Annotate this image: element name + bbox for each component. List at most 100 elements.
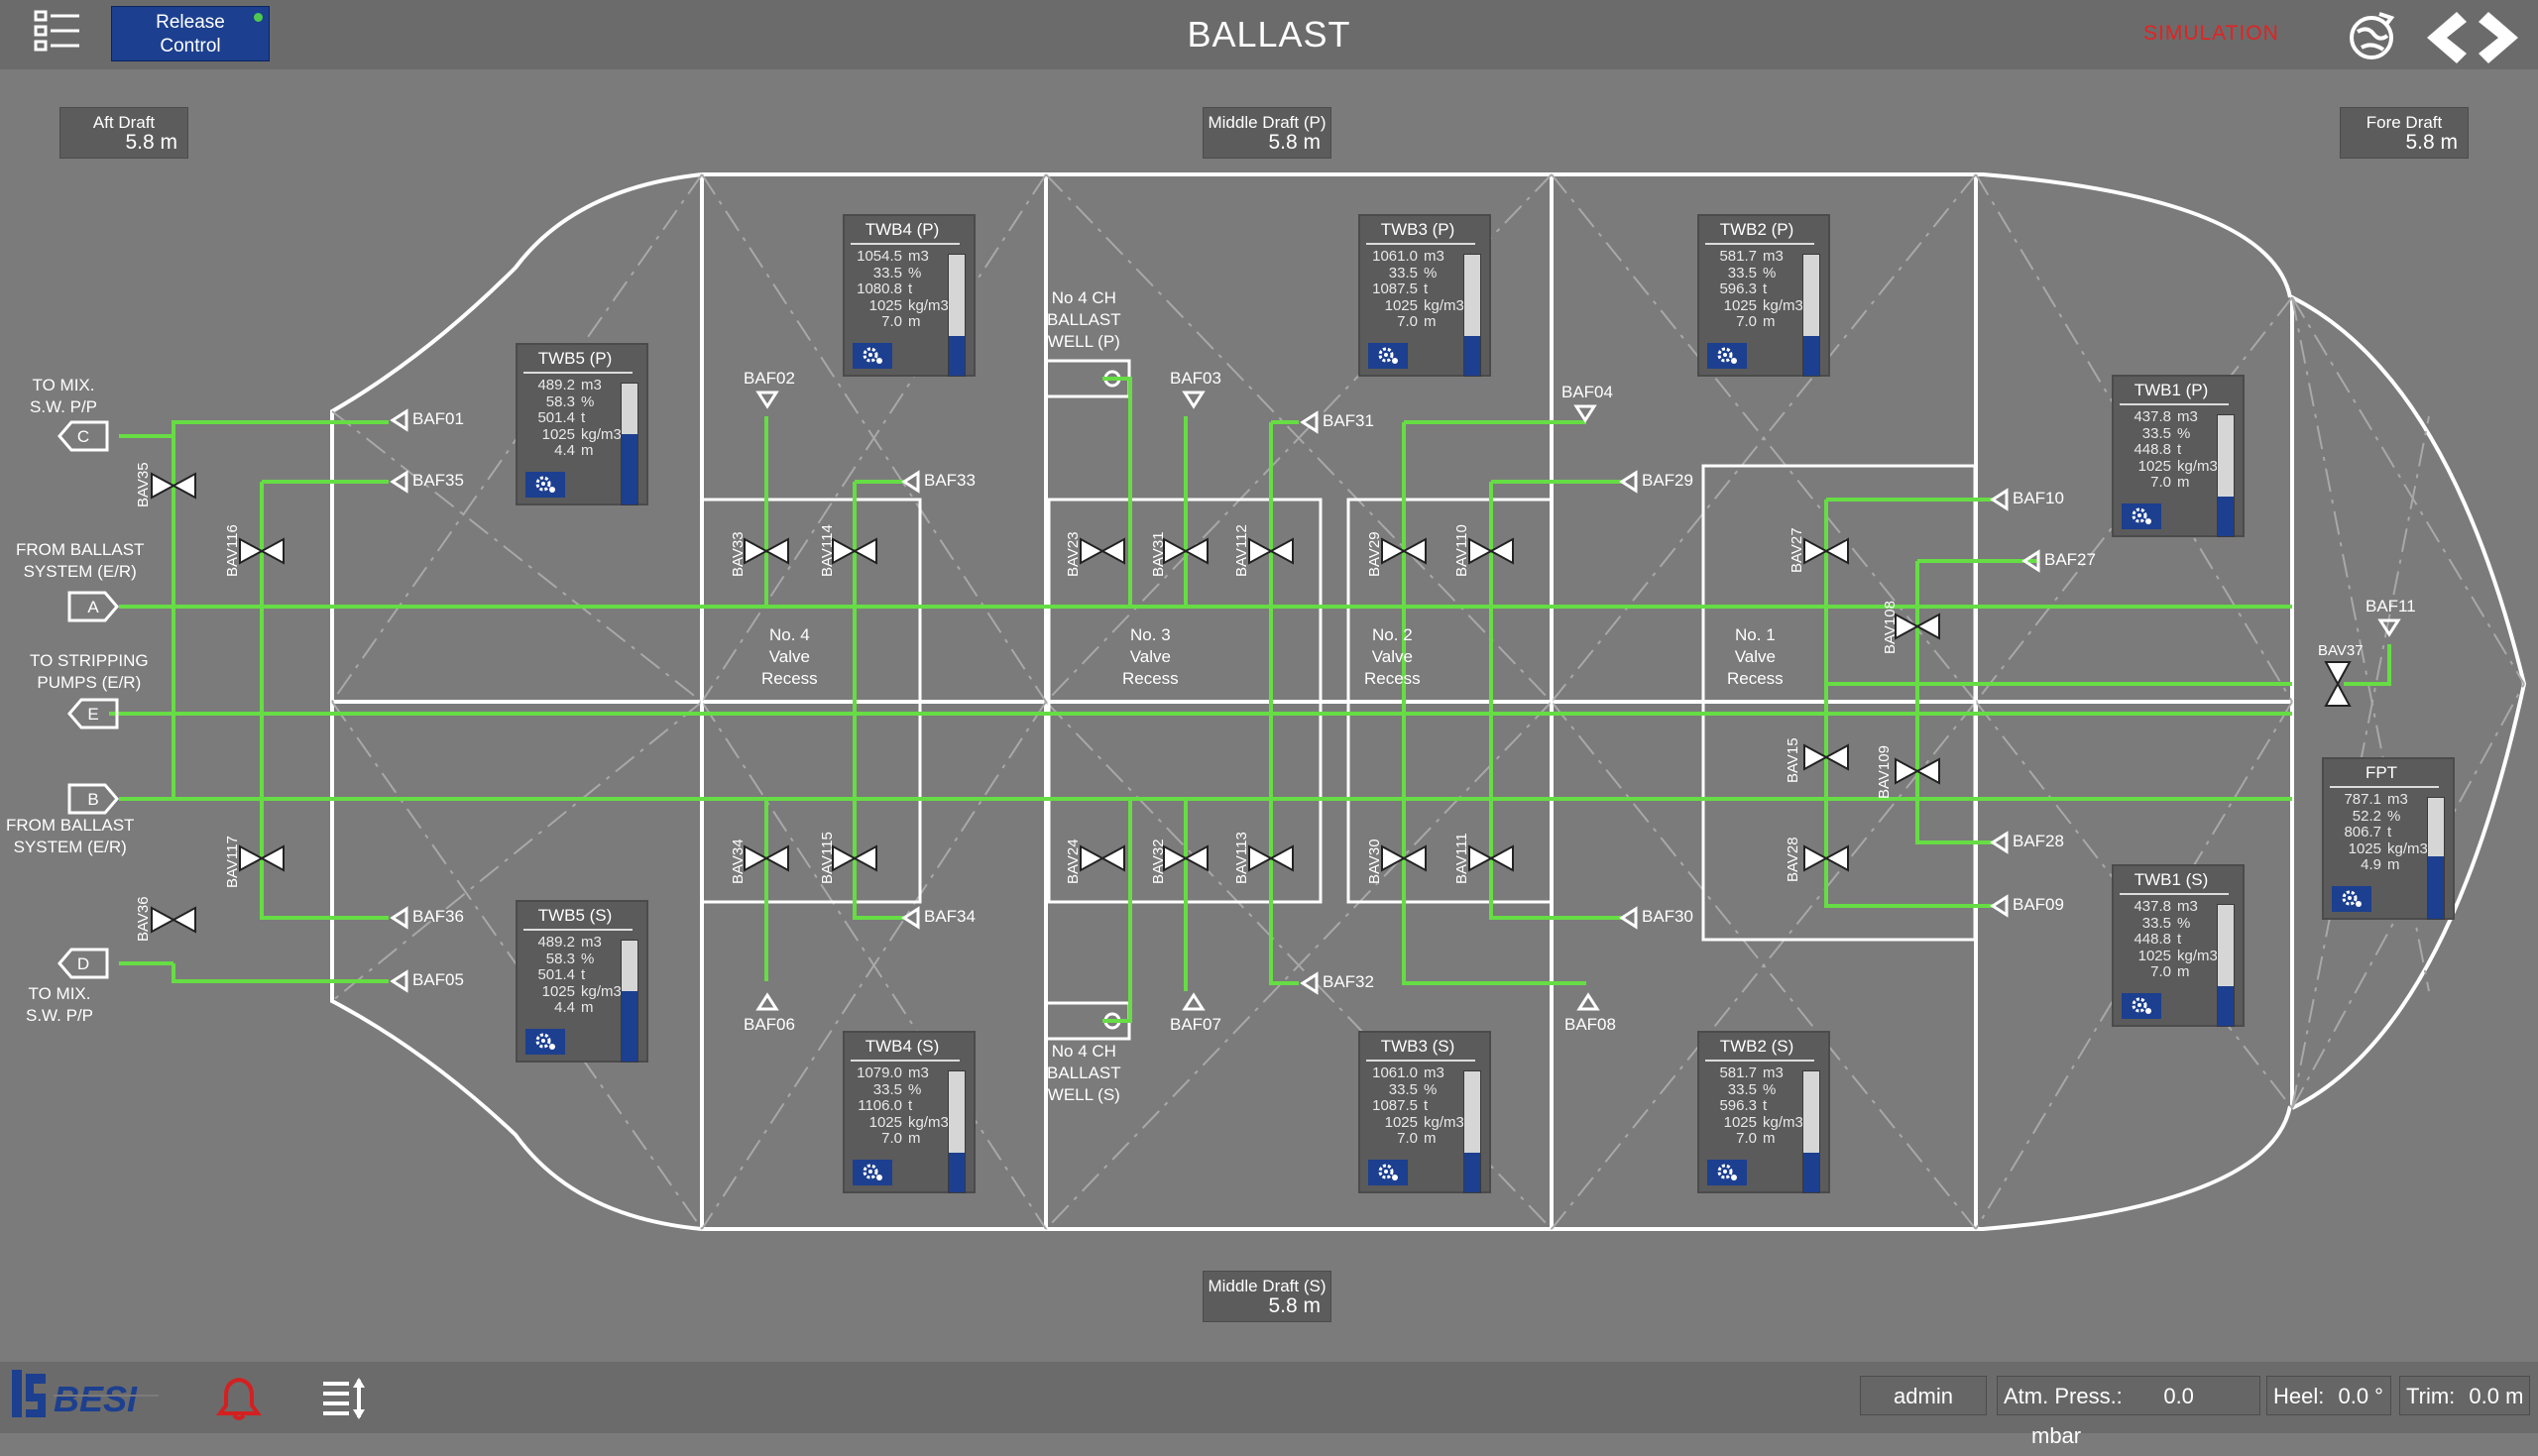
status-led-icon: [254, 13, 263, 22]
tank-settings-button[interactable]: [1707, 343, 1747, 369]
sort-list-icon[interactable]: [321, 1376, 369, 1421]
valve-bav36[interactable]: [151, 906, 196, 934]
tank-settings-button[interactable]: [525, 1029, 565, 1055]
valve-bav32[interactable]: [1163, 844, 1209, 872]
tank-settings-button[interactable]: [1707, 1160, 1747, 1185]
valve-bav113[interactable]: [1248, 844, 1294, 872]
baf-label: BAF34: [924, 907, 976, 926]
tank-settings-button[interactable]: [1368, 343, 1408, 369]
port-arrow[interactable]: A: [67, 591, 119, 622]
back-icon[interactable]: [2427, 12, 2467, 63]
tank-settings-button[interactable]: [853, 1160, 892, 1185]
baf-marker-icon[interactable]: [1990, 488, 2009, 511]
baf-marker-icon[interactable]: [1300, 971, 1319, 995]
baf-marker-icon[interactable]: [390, 408, 408, 432]
valve-bav28[interactable]: [1803, 844, 1849, 872]
valve-bav114[interactable]: [832, 537, 877, 565]
port-arrow[interactable]: B: [67, 783, 119, 815]
baf-marker-icon[interactable]: [1990, 831, 2009, 854]
tank-value-row: 52.2%: [2328, 808, 2435, 826]
valve-bav31[interactable]: [1163, 537, 1209, 565]
tank-unit: t: [2387, 824, 2392, 840]
valve-bav116[interactable]: [239, 537, 285, 565]
globe-icon[interactable]: [2350, 12, 2395, 59]
tank-value: 4.4: [554, 442, 575, 459]
valve-symbol: [1248, 844, 1294, 872]
valve-bav27[interactable]: [1803, 537, 1849, 565]
tank-settings-button[interactable]: [2332, 886, 2371, 912]
tank-settings-button[interactable]: [2122, 504, 2161, 529]
tank-unit: m: [1763, 1130, 1776, 1147]
valve-bav115[interactable]: [832, 844, 877, 872]
valve-bav30[interactable]: [1381, 844, 1427, 872]
valve-bav29[interactable]: [1381, 537, 1427, 565]
baf-marker-icon[interactable]: [1576, 992, 1600, 1011]
tank-unit: %: [1763, 1080, 1777, 1098]
baf-marker-icon[interactable]: [755, 391, 779, 409]
valve-bav15[interactable]: [1803, 743, 1849, 771]
baf-marker-icon[interactable]: [1182, 992, 1206, 1011]
tank-value: 1025: [1723, 296, 1757, 314]
valve-bav110[interactable]: [1468, 537, 1514, 565]
valve-bav108[interactable]: [1895, 613, 1940, 640]
tank-settings-button[interactable]: [1368, 1160, 1408, 1185]
tank-level-bar: [1802, 1070, 1820, 1193]
baf-marker-icon[interactable]: [1990, 894, 2009, 918]
baf-marker-icon[interactable]: [390, 969, 408, 993]
menu-icon[interactable]: [34, 8, 83, 57]
valve-bav34[interactable]: [744, 844, 789, 872]
recess-no2-line2: Valve: [1371, 647, 1413, 666]
port-arrow[interactable]: D: [58, 948, 109, 979]
valve-bav35[interactable]: [151, 472, 196, 500]
tank-settings-button[interactable]: [2122, 993, 2161, 1019]
baf-marker-icon[interactable]: [1619, 906, 1638, 930]
valve-bav109[interactable]: [1895, 757, 1940, 785]
user-field[interactable]: admin: [1860, 1376, 1987, 1415]
baf-marker-icon[interactable]: [390, 906, 408, 930]
valves[interactable]: [151, 472, 2352, 934]
valve-symbol: [832, 537, 877, 565]
baf-marker-icon[interactable]: [755, 992, 779, 1011]
release-control-button[interactable]: Release Control: [111, 6, 270, 61]
baf-marker-icon[interactable]: [390, 470, 408, 494]
ports[interactable]: C A E B D: [58, 420, 119, 979]
tank-settings-button[interactable]: [853, 343, 892, 369]
baf-label: BAF27: [2044, 550, 2096, 569]
valve-bav33[interactable]: [744, 537, 789, 565]
alarm-bell-icon[interactable]: [214, 1376, 264, 1421]
valve-bav117[interactable]: [239, 844, 285, 872]
baf-marker-icon[interactable]: [901, 470, 920, 494]
gear-icon: [1717, 1164, 1737, 1180]
connection-a-line1: FROM BALLAST: [16, 540, 145, 559]
tank-settings-button[interactable]: [525, 472, 565, 498]
port-arrow[interactable]: C: [58, 420, 109, 452]
forward-icon[interactable]: [2479, 12, 2518, 63]
valve-bav37[interactable]: [2324, 661, 2352, 707]
baf-marker-icon[interactable]: [1182, 391, 1206, 409]
baf-marker-icon[interactable]: [2377, 618, 2401, 637]
baf-marker-icon[interactable]: [1573, 404, 1597, 423]
valve-bav111[interactable]: [1468, 844, 1514, 872]
baf-marker-icon[interactable]: [901, 906, 920, 930]
valve-bav112[interactable]: [1248, 537, 1294, 565]
valve-bav23[interactable]: [1080, 537, 1125, 565]
baf-marker-icon[interactable]: [1619, 470, 1638, 494]
port-arrow[interactable]: E: [67, 698, 119, 729]
baf-marker-icon[interactable]: [2021, 549, 2040, 573]
tank-value: 33.5: [1388, 1080, 1418, 1098]
baf-marker-icon[interactable]: [1300, 410, 1319, 434]
tank-unit: kg/m3: [908, 296, 949, 314]
valve-bav24[interactable]: [1080, 844, 1125, 872]
